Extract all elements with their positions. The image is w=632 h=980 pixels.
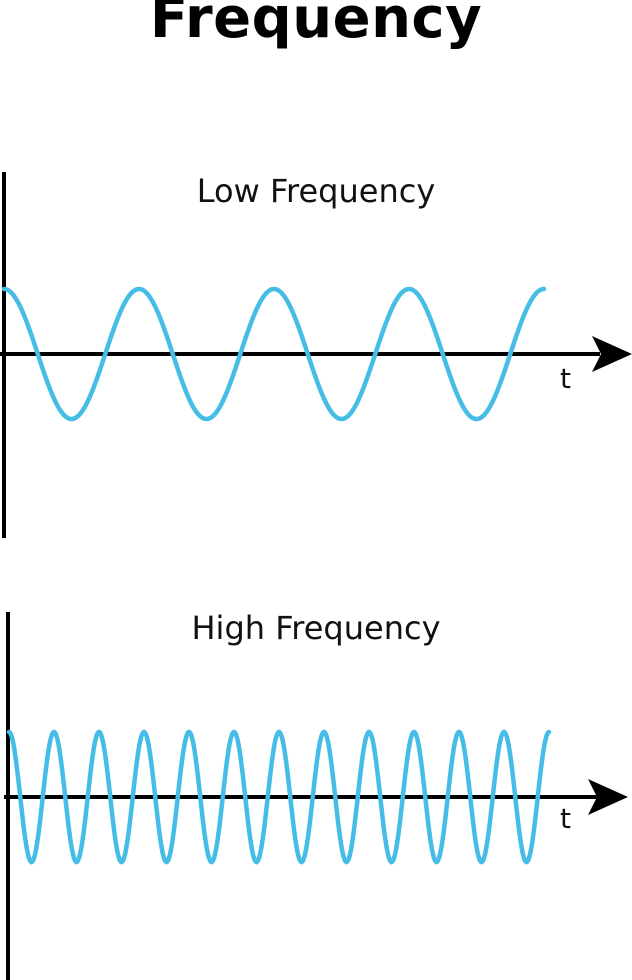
- high-frequency-wave: [6, 729, 552, 865]
- low-frequency-wave: [1, 286, 547, 422]
- low-axis-arrow-icon: [592, 336, 632, 372]
- page-title: Frequency: [149, 0, 483, 51]
- high-frequency-label: High Frequency: [191, 609, 441, 647]
- high-axis-arrow-icon: [588, 779, 628, 815]
- low-frequency-label: Low Frequency: [196, 172, 436, 210]
- low-time-axis-label: t: [560, 362, 571, 395]
- high-time-axis-label: t: [560, 802, 571, 835]
